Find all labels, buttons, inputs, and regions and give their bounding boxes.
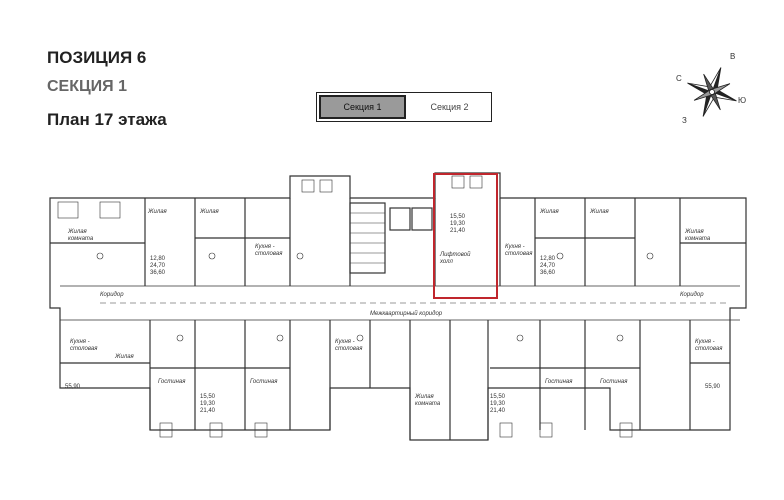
position-title: ПОЗИЦИЯ 6 bbox=[47, 48, 147, 67]
room-label: Коридор bbox=[680, 292, 704, 298]
svg-text:12,80: 12,80 bbox=[540, 256, 556, 262]
room-label: столовая bbox=[255, 251, 283, 257]
corridor-label: Межквартирный коридор bbox=[370, 310, 443, 317]
room-label: Жилая bbox=[589, 209, 610, 215]
svg-text:19,30: 19,30 bbox=[200, 401, 216, 407]
svg-text:36,60: 36,60 bbox=[540, 270, 556, 276]
svg-text:19,30: 19,30 bbox=[450, 221, 466, 227]
room-label: Кухня - bbox=[695, 339, 715, 345]
svg-text:21,40: 21,40 bbox=[450, 228, 466, 234]
room-label: столовая bbox=[335, 346, 363, 352]
svg-text:55,90: 55,90 bbox=[705, 384, 721, 390]
tab-section-1[interactable]: Секция 1 bbox=[319, 95, 406, 119]
compass-label-s: З bbox=[682, 116, 687, 125]
compass-rose: В С Ю З bbox=[672, 52, 748, 126]
svg-text:15,50: 15,50 bbox=[200, 394, 216, 400]
room-label: Кухня - bbox=[255, 244, 275, 250]
room-label: Жилая bbox=[67, 229, 88, 235]
room-label: столовая bbox=[70, 346, 98, 352]
svg-text:24,70: 24,70 bbox=[540, 263, 556, 269]
room-label: Гостиная bbox=[600, 379, 628, 385]
svg-text:21,40: 21,40 bbox=[490, 408, 506, 414]
room-label: Жилая bbox=[684, 229, 705, 235]
room-label: Кухня - bbox=[70, 339, 90, 345]
room-label: комната bbox=[68, 236, 94, 242]
compass-label-n: В bbox=[730, 52, 736, 61]
svg-text:55,90: 55,90 bbox=[65, 384, 81, 390]
room-label: столовая bbox=[505, 251, 533, 257]
svg-text:15,50: 15,50 bbox=[450, 214, 466, 220]
room-label: Жилая bbox=[114, 354, 135, 360]
floor-plan-drawing: Жилая комната Жилая Жилая Кухня - столов… bbox=[49, 172, 747, 441]
section-tabs: Секция 1 Секция 2 bbox=[316, 92, 492, 122]
room-label: Гостиная bbox=[250, 379, 278, 385]
room-label: Жилая bbox=[414, 394, 435, 400]
room-label: комната bbox=[685, 236, 711, 242]
compass-label-e: Ю bbox=[738, 96, 747, 105]
svg-text:19,30: 19,30 bbox=[490, 401, 506, 407]
room-label: Кухня - bbox=[505, 244, 525, 250]
compass-icon bbox=[687, 67, 737, 117]
room-label: Гостиная bbox=[158, 379, 186, 385]
room-label: Лифтовой bbox=[439, 251, 471, 258]
room-label: Жилая bbox=[147, 209, 168, 215]
section-title: СЕКЦИЯ 1 bbox=[47, 78, 128, 95]
svg-text:12,80: 12,80 bbox=[150, 256, 166, 262]
selected-apartment-highlight[interactable] bbox=[433, 173, 498, 299]
room-label: столовая bbox=[695, 346, 723, 352]
room-label: Жилая bbox=[539, 209, 560, 215]
svg-text:21,40: 21,40 bbox=[200, 408, 216, 414]
room-label: Жилая bbox=[199, 209, 220, 215]
room-label: Кухня - bbox=[335, 339, 355, 345]
room-label: комната bbox=[415, 401, 441, 407]
svg-text:15,50: 15,50 bbox=[490, 394, 506, 400]
floor-plan-title: План 17 этажа bbox=[47, 110, 167, 129]
svg-text:24,70: 24,70 bbox=[150, 263, 166, 269]
tab-section-2[interactable]: Секция 2 bbox=[408, 93, 491, 121]
room-label: Гостиная bbox=[545, 379, 573, 385]
svg-text:36,60: 36,60 bbox=[150, 270, 166, 276]
room-label: холл bbox=[439, 259, 454, 265]
compass-label-w: С bbox=[676, 74, 682, 83]
room-label: Коридор bbox=[100, 292, 124, 298]
